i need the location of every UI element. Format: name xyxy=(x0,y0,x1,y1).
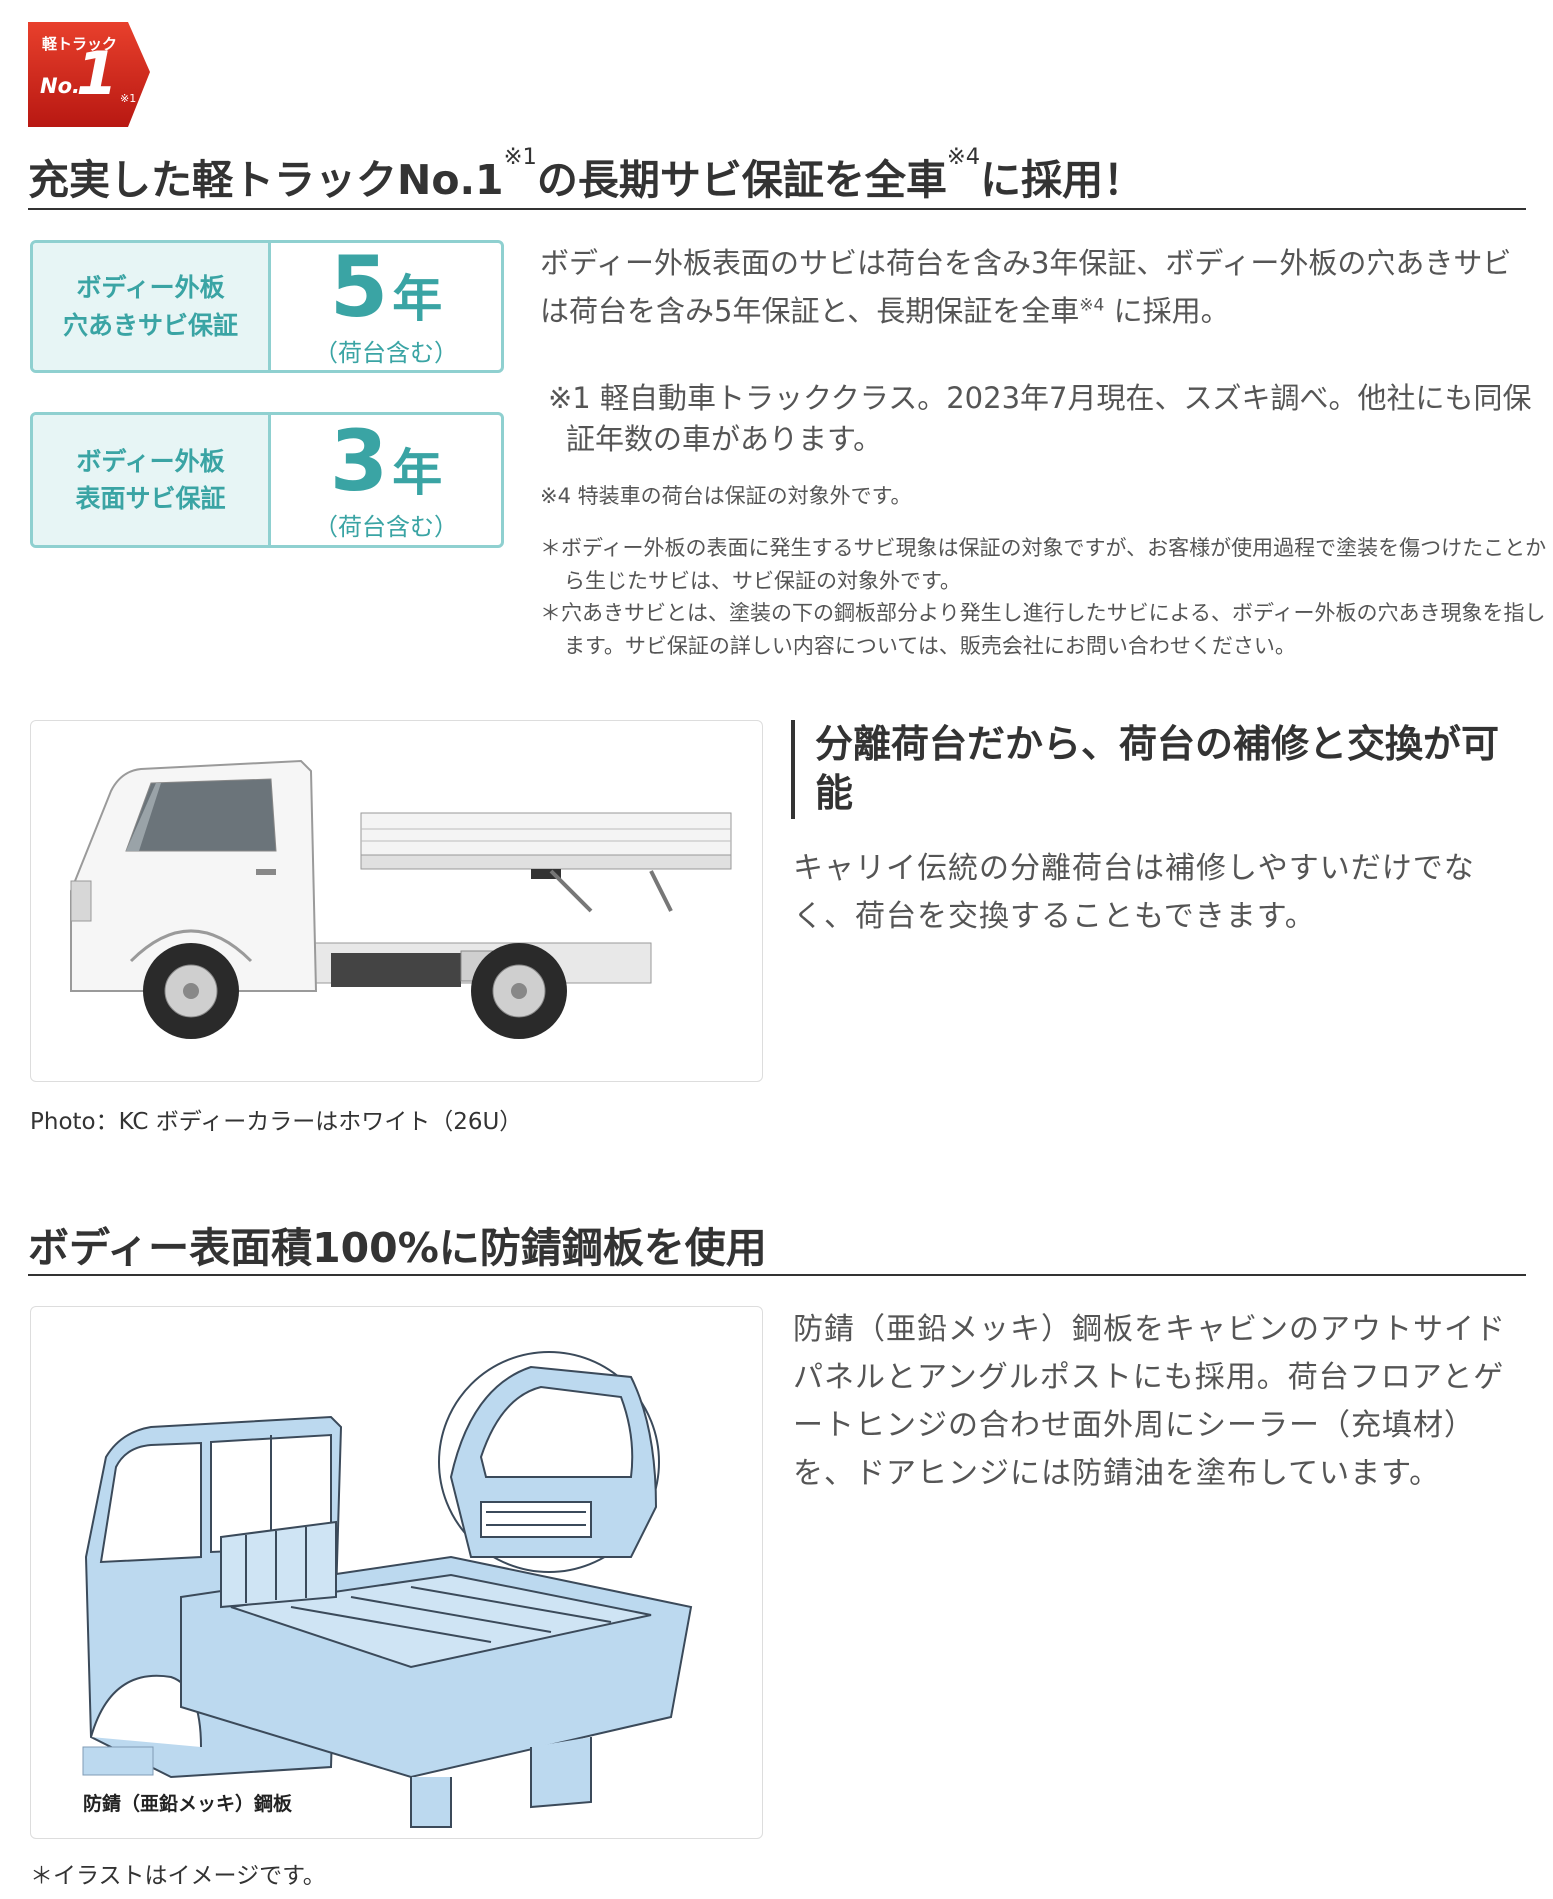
illustration-legend-label: 防錆（亜鉛メッキ）鋼板 xyxy=(83,1793,293,1815)
note-1: ※1 軽自動車トラッククラス。2023年7月現在、スズキ調べ。他社にも同保証年数… xyxy=(548,381,1532,456)
legend-swatch xyxy=(82,1746,154,1776)
badge-shape-icon xyxy=(28,22,150,127)
kei-truck-photo-icon xyxy=(70,759,732,1039)
warranty-years: 5 年 （荷台含む） xyxy=(314,240,458,367)
warranty-description: ボディー外板表面のサビは荷台を含み3年保証、ボディー外板の穴あきサビは荷台を含み… xyxy=(540,246,1512,328)
truck-photo xyxy=(30,720,763,1082)
separated-bed-text: キャリイ伝統の分離荷台は補修しやすいだけでなく、荷台を交換することもできます。 xyxy=(793,851,1475,934)
warranty-years: 3 年 （荷台含む） xyxy=(314,412,458,541)
photo-caption: Photo：KC ボディーカラーはホワイト（26U） xyxy=(30,1109,523,1135)
badge-no: No. xyxy=(40,74,80,98)
no1-badge: 軽トラック No. 1 ※1 xyxy=(28,22,153,127)
warranty-box-surface: ボディー外板表面サビ保証 3 年 （荷台含む） xyxy=(30,412,504,548)
badge-mark: ※1 xyxy=(120,92,137,105)
rustproof-text: 防錆（亜鉛メッキ）鋼板をキャビンのアウトサイドパネルとアングルポストにも採用。荷… xyxy=(793,1312,1506,1491)
illustration-caption: ＊イラストはイメージです。 xyxy=(30,1863,326,1889)
badge-one: 1 xyxy=(76,39,118,109)
rustproof-truck-illustration-icon xyxy=(82,1351,693,1828)
section2-title: ボディー表面積100%に防錆鋼板を使用 xyxy=(28,1224,767,1272)
note-asterisk-1: ＊ボディー外板の表面に発生するサビ現象は保証の対象ですが、お客様が使用過程で塗装… xyxy=(540,536,1547,593)
note-asterisk-2: ＊穴あきサビとは、塗装の下の鋼板部分より発生し進行したサビによる、ボディー外板の… xyxy=(540,601,1546,658)
warranty-label: ボディー外板穴あきサビ保証 xyxy=(33,243,271,370)
note-4: ※4 特装車の荷台は保証の対象外です。 xyxy=(540,484,912,508)
section1-rule xyxy=(28,208,1526,210)
warranty-label: ボディー外板表面サビ保証 xyxy=(33,415,271,545)
warranty-box-perforation: ボディー外板穴あきサビ保証 5 年 （荷台含む） xyxy=(30,240,504,373)
section2-rule xyxy=(28,1274,1526,1276)
section1-title: 充実した軽トラックNo.1※1の長期サビ保証を全車※4に採用！ xyxy=(28,144,1145,204)
illustration-frame: 防錆（亜鉛メッキ）鋼板 xyxy=(30,1306,763,1839)
badge-caption: 軽トラック xyxy=(42,35,118,53)
separated-bed-heading: 分離荷台だから、荷台の補修と交換が可能 xyxy=(791,720,1531,819)
